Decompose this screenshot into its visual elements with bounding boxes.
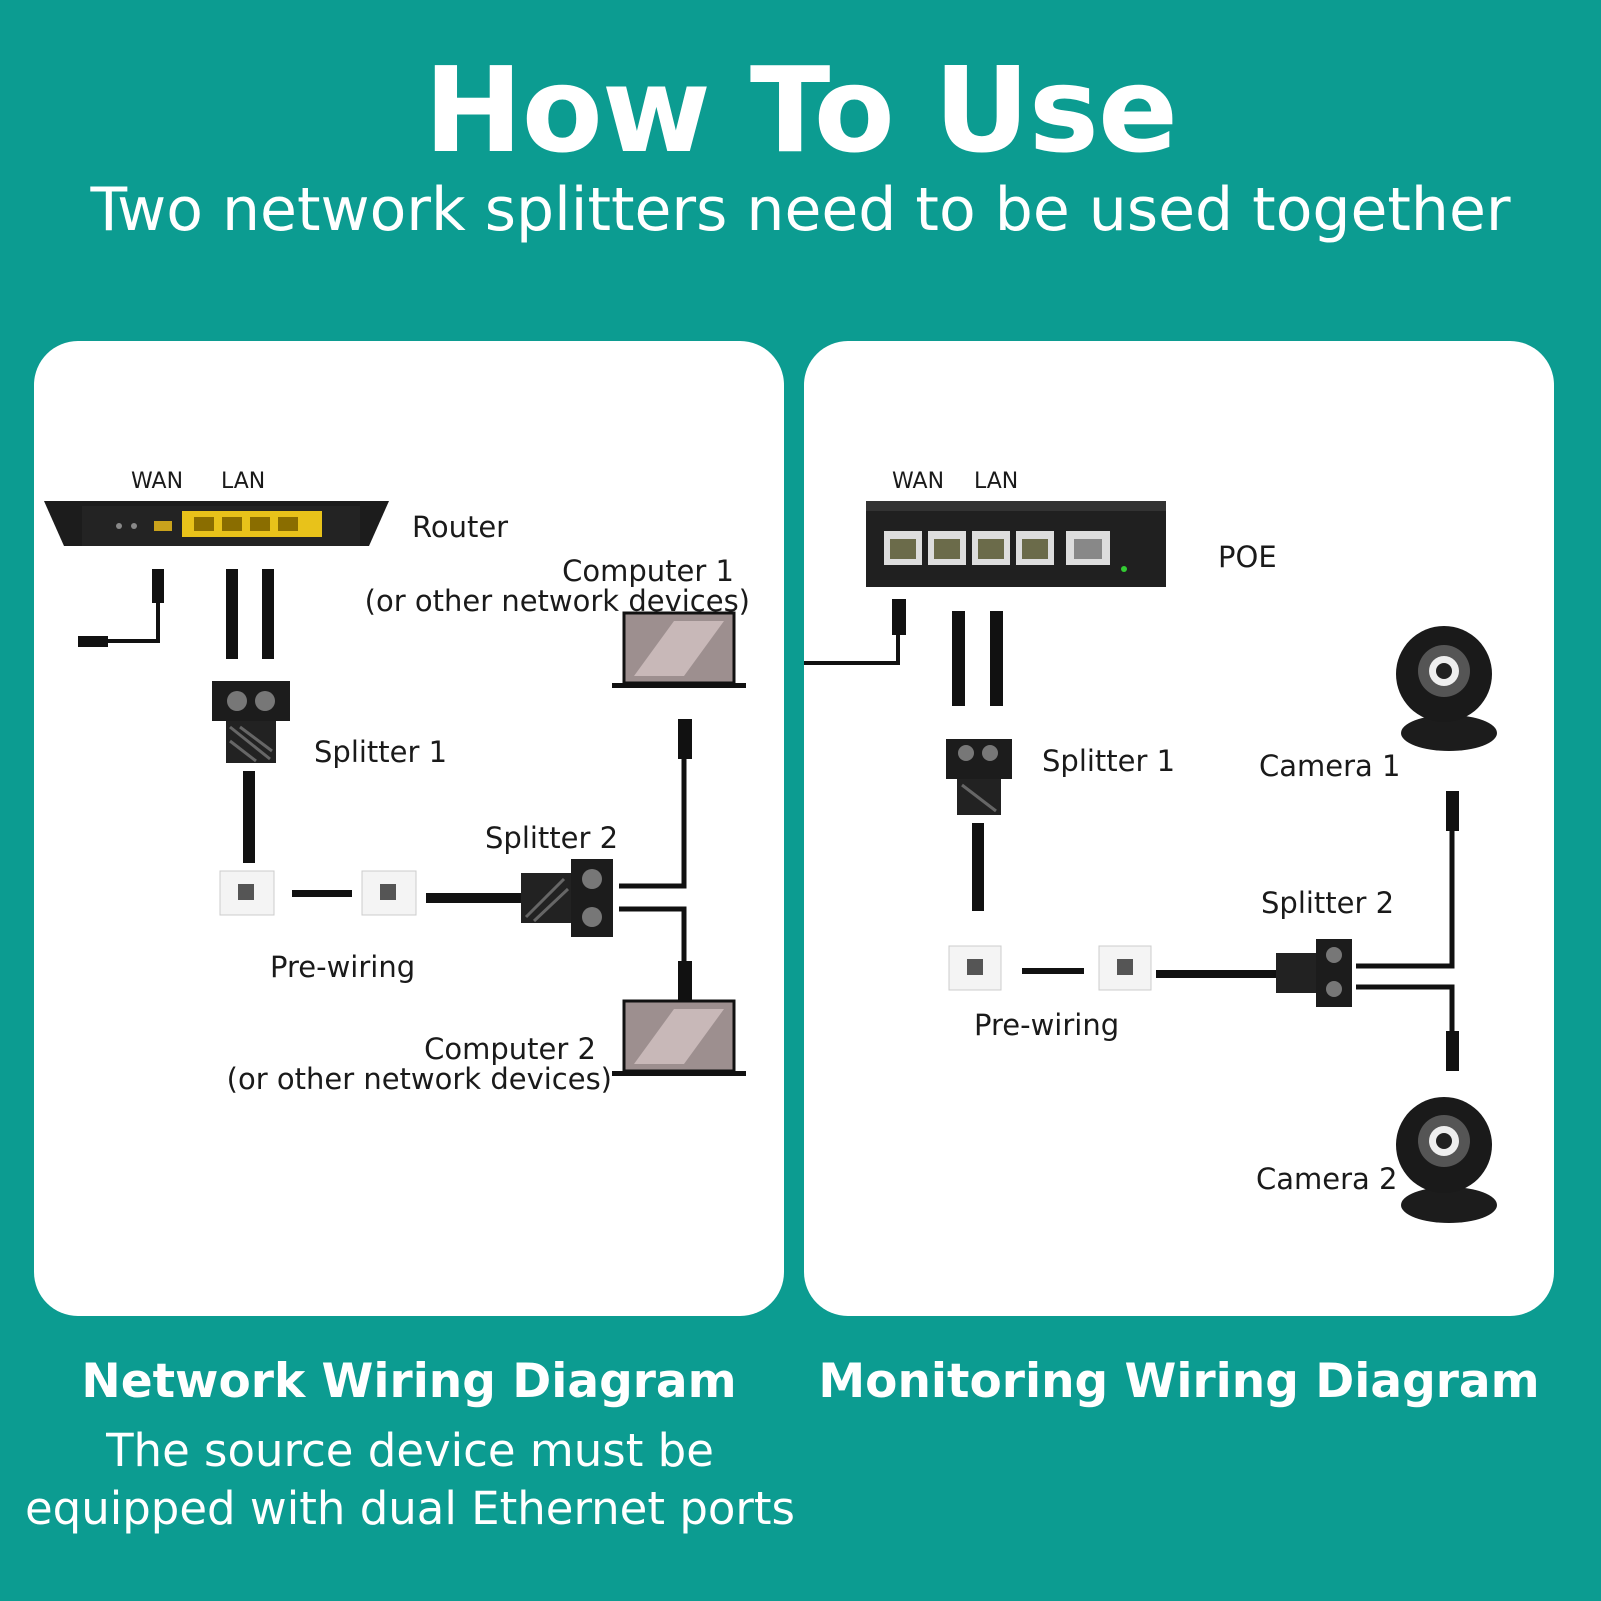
network-diagram-caption: Network Wiring Diagram: [81, 1354, 737, 1409]
camera2-label: Camera 2: [1256, 1162, 1398, 1196]
pre-wiring-label: Pre-wiring: [974, 1008, 1120, 1042]
splitter1-label: Splitter 1: [1042, 744, 1176, 778]
wall-socket-icon: [1098, 945, 1152, 991]
monitoring-diagram-caption: Monitoring Wiring Diagram: [818, 1354, 1540, 1409]
wall-socket-icon: [361, 870, 417, 916]
laptop-icon: [612, 611, 746, 688]
ethernet-cable-icon: [1356, 801, 1455, 1051]
ethernet-cable-icon: [78, 569, 164, 647]
computer1-note: (or other network devices): [364, 584, 750, 618]
ethernet-cable-icon: [426, 893, 521, 903]
ethernet-cable-icon: [226, 569, 274, 659]
laptop-icon: [612, 999, 746, 1076]
router-label: Router: [412, 510, 509, 544]
description-line-2: equipped with dual Ethernet ports: [24, 1482, 796, 1535]
ethernet-cable-icon: [1156, 970, 1276, 978]
router-icon: [44, 501, 389, 546]
pre-wiring-label: Pre-wiring: [270, 950, 416, 984]
wall-socket-icon: [219, 870, 275, 916]
ethernet-cable-icon: [952, 611, 1003, 706]
monitoring-diagram-graphic: [804, 501, 1497, 1223]
ethernet-cable-icon: [619, 726, 687, 981]
splitter1-label: Splitter 1: [314, 735, 448, 769]
computer2-note: (or other network devices): [226, 1062, 612, 1096]
lan-label: LAN: [974, 469, 1019, 494]
splitter-icon: [1276, 939, 1352, 1007]
splitter2-label: Splitter 2: [1261, 886, 1395, 920]
poe-label: POE: [1218, 540, 1277, 574]
wan-label: WAN: [892, 469, 945, 494]
pre-wiring-line: [1022, 968, 1084, 974]
splitter-icon: [946, 739, 1012, 815]
camera1-label: Camera 1: [1259, 749, 1401, 783]
wan-label: WAN: [131, 469, 184, 494]
lan-label: LAN: [221, 469, 266, 494]
wall-socket-icon: [948, 945, 1002, 991]
poe-switch-icon: [866, 501, 1166, 587]
monitoring-diagram-panel: WAN LAN POE Splitter 1 Camera 1 Splitter…: [804, 341, 1554, 1316]
camera-icon: [1396, 1097, 1497, 1223]
ethernet-cable-icon: [804, 599, 906, 665]
page-title: How To Use: [424, 41, 1178, 179]
splitter-icon: [521, 859, 613, 937]
ethernet-cable-icon: [972, 823, 984, 911]
network-diagram-panel: WAN LAN Router Computer 1 (or other netw…: [34, 341, 784, 1316]
network-diagram-graphic: [44, 501, 746, 1076]
splitter-icon: [212, 681, 290, 763]
computer2-label: Computer 2: [424, 1032, 596, 1066]
ethernet-cable-icon: [243, 771, 255, 863]
description-line-1: The source device must be: [106, 1424, 714, 1477]
page-subtitle: Two network splitters need to be used to…: [90, 175, 1511, 245]
splitter2-label: Splitter 2: [485, 821, 619, 855]
network-diagram-description: The source device must be equipped with …: [20, 1422, 800, 1538]
pre-wiring-line: [292, 890, 352, 897]
computer1-label: Computer 1: [562, 554, 734, 588]
camera-icon: [1396, 626, 1497, 751]
